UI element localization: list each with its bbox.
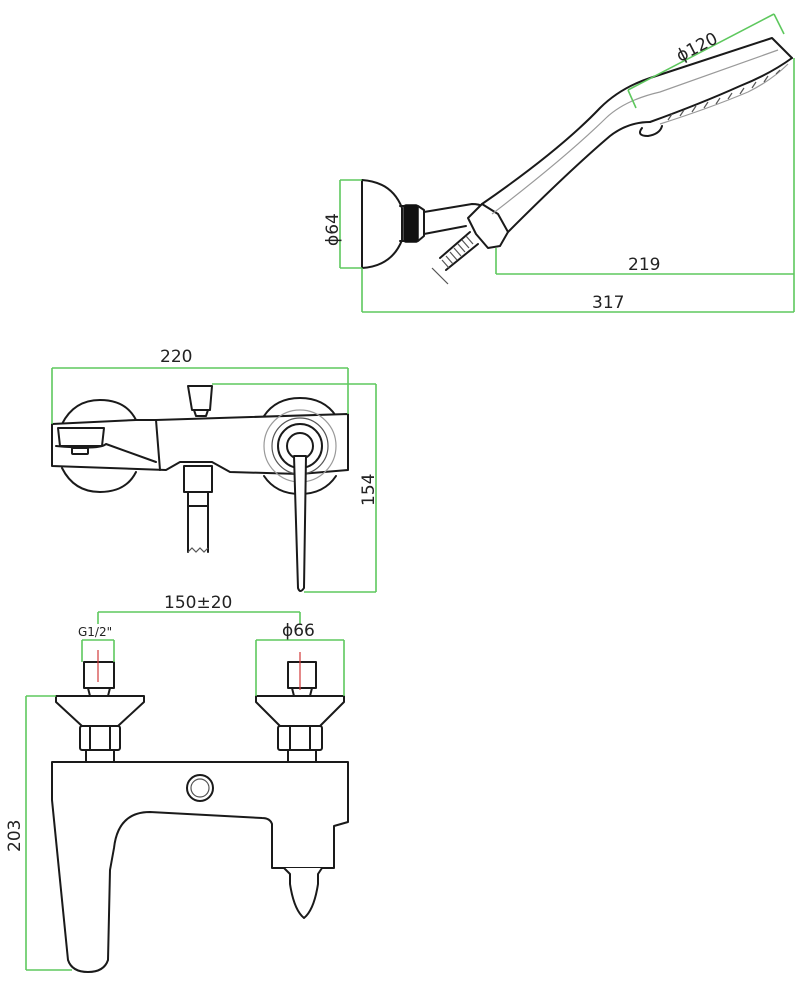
mixer-top-view: 220 154 — [51, 347, 379, 593]
dim-escutcheon-diameter: ϕ66 — [255, 621, 345, 696]
dim-label-220: 220 — [160, 347, 192, 367]
dim-overall-length: 317 — [361, 268, 794, 313]
dim-label-219: 219 — [628, 255, 660, 275]
outlet-pipe — [183, 465, 213, 553]
diverter-hole — [186, 774, 214, 802]
dim-label-holder-diameter: ϕ64 — [323, 213, 343, 246]
wall-holder — [361, 179, 489, 269]
dim-label-154: 154 — [359, 474, 379, 506]
left-inlet — [55, 650, 145, 765]
left-wall-disc — [61, 399, 137, 493]
mixer-front-view: 150±20 G1/2" ϕ66 203 — [5, 593, 349, 973]
holder-ring — [403, 204, 419, 243]
shower-head — [639, 57, 793, 137]
hose-connector — [431, 231, 479, 285]
dim-label-inlet-spacing: 150±20 — [164, 593, 232, 613]
dim-inlet-spacing: 150±20 — [97, 593, 301, 624]
hand-shower-view: ϕ120 ϕ64 219 317 — [323, 13, 795, 313]
dim-overall-height: 203 — [5, 695, 72, 971]
dim-holder-to-head: 219 — [495, 58, 795, 312]
hose-outlet — [283, 867, 323, 919]
dim-holder-diameter: ϕ64 — [323, 179, 362, 269]
dim-label-escutcheon-diameter: ϕ66 — [282, 621, 315, 641]
dim-label-317: 317 — [592, 293, 624, 313]
dim-label-203: 203 — [5, 820, 25, 852]
dim-body-width: 220 — [51, 347, 349, 424]
shower-handle — [467, 37, 793, 249]
dim-label-head-diameter: ϕ120 — [673, 29, 721, 67]
diverter-knob — [187, 385, 213, 411]
dim-label-thread-size: G1/2" — [78, 625, 112, 639]
mixer-body — [51, 413, 349, 475]
dim-thread-size: G1/2" — [78, 625, 115, 662]
control-lever — [293, 455, 307, 592]
dim-lever-height: 154 — [212, 383, 379, 593]
right-inlet — [255, 652, 345, 765]
mixer-front-body — [51, 761, 349, 973]
